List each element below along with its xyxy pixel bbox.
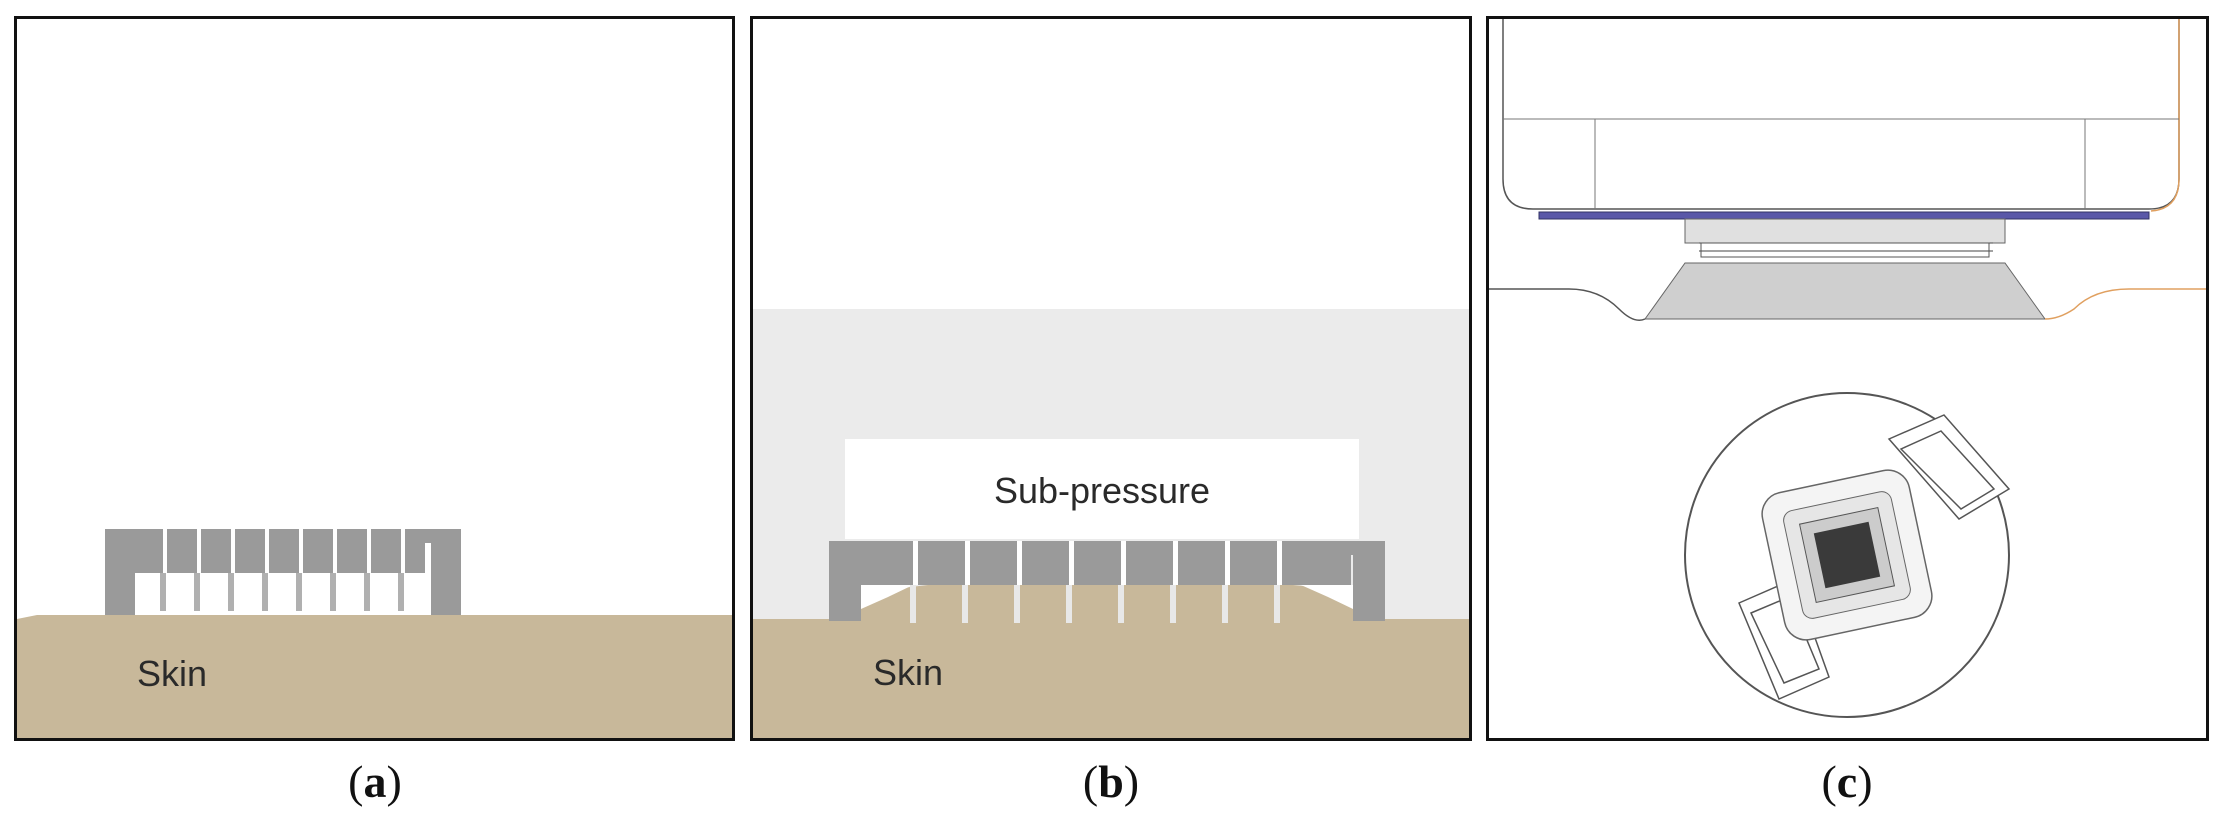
skin-label-a: Skin bbox=[137, 653, 207, 694]
sub-pressure-box bbox=[845, 439, 1359, 539]
caption-c: (c) bbox=[1821, 756, 1873, 807]
latch-bottom bbox=[1738, 577, 1830, 700]
needle-array-side bbox=[1699, 242, 1993, 252]
cavity-right bbox=[1301, 585, 1353, 609]
surface-curve-right bbox=[2044, 288, 2206, 320]
needle-chip-assembly bbox=[1761, 469, 1933, 641]
needle-holder bbox=[1684, 218, 2006, 244]
panel-c-drawing bbox=[1489, 19, 2206, 718]
needle-gaps-b bbox=[913, 541, 1282, 585]
microneedles bbox=[160, 573, 404, 611]
skin-layer bbox=[17, 615, 732, 738]
needle-gaps bbox=[163, 529, 405, 573]
caption-a: (a) bbox=[348, 756, 402, 807]
panel-c bbox=[1486, 16, 2209, 741]
cavity-left bbox=[861, 585, 913, 609]
needle-array-frame bbox=[1700, 242, 1990, 258]
panel-a: Skin bbox=[14, 16, 735, 741]
device-cavity bbox=[135, 573, 431, 615]
microneedles-b bbox=[910, 585, 1280, 623]
skin-label-b: Skin bbox=[873, 652, 943, 693]
panel-a-drawing: Skin bbox=[17, 529, 732, 738]
surface-curve-left bbox=[1489, 288, 1646, 321]
housing-outline bbox=[1502, 19, 2180, 210]
skin-layer-bulged bbox=[753, 585, 1469, 738]
suction-cup bbox=[1644, 262, 2046, 320]
panel-b-drawing: Sub-pressure bbox=[753, 309, 1469, 738]
mounting-plate bbox=[1538, 211, 2150, 220]
microneedle-device bbox=[105, 529, 461, 615]
caption-b: (b) bbox=[1082, 756, 1140, 807]
sub-pressure-label: Sub-pressure bbox=[994, 470, 1210, 511]
latch-top bbox=[1887, 414, 2011, 520]
panel-b: Sub-pressure bbox=[750, 16, 1472, 741]
housing-accent-edge bbox=[2150, 19, 2180, 212]
